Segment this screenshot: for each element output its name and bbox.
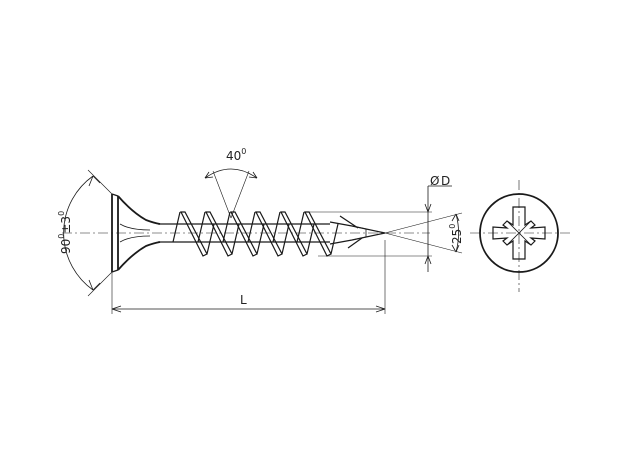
length-label: L	[240, 293, 247, 307]
thread-flank	[172, 211, 215, 257]
thread-flank	[222, 211, 265, 257]
thread-angle-label: 400	[226, 147, 246, 163]
diameter-symbol: Ø	[430, 174, 439, 188]
screw-thread	[172, 211, 339, 257]
screw-tip	[329, 215, 386, 249]
head-end-view	[470, 180, 570, 292]
head-angle-dimension	[63, 169, 113, 297]
diameter-label: D	[441, 174, 450, 188]
tip-angle-dimension	[384, 212, 463, 254]
thread-angle-dimension	[204, 168, 258, 219]
thread-flank	[247, 211, 290, 257]
length-dimension	[111, 240, 386, 314]
pozidriv-recess	[492, 206, 546, 260]
screw-head	[111, 193, 161, 273]
thread-flank	[197, 211, 240, 257]
diameter-dimension	[305, 185, 452, 272]
tip-angle-label: 250	[448, 224, 464, 244]
thread-flank	[296, 211, 339, 257]
head-angle-label: 900±30	[57, 211, 73, 254]
